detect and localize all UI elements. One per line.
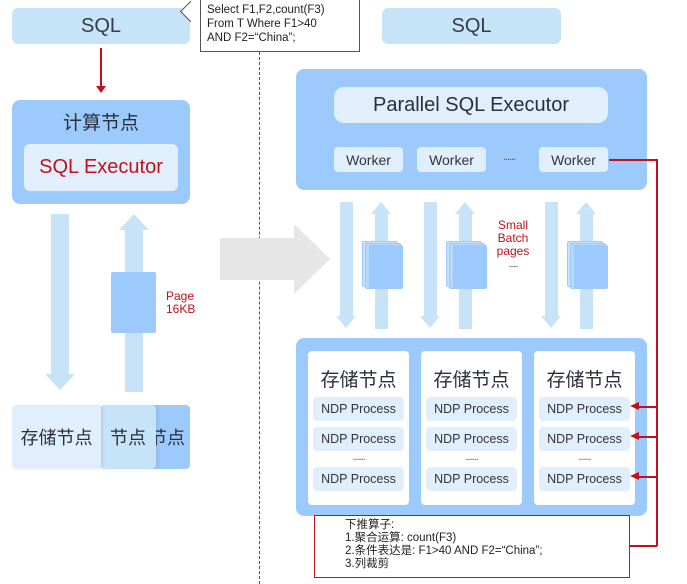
storage-node-2-title: 存储节点 xyxy=(433,370,510,391)
storage-tab-middle: 节点 xyxy=(100,405,156,469)
pushdown-note-title: 下推算子: xyxy=(345,519,395,531)
divider-dashed-line xyxy=(259,52,260,584)
note-connector-h xyxy=(630,545,657,547)
ndp-ellipsis-1: ...... xyxy=(352,451,365,463)
storage-node-1: 存储节点 NDP Process NDP Process ...... NDP … xyxy=(308,351,409,505)
transition-arrowhead xyxy=(294,224,330,294)
left-down-arrow-shaft xyxy=(51,214,69,374)
worker-1: Worker xyxy=(334,147,403,172)
pushdown-note-item-1: 1.聚合运算: count(F3) xyxy=(345,532,457,544)
batch-pages-label-line1: Small xyxy=(497,218,528,232)
ndp-connector-arrowhead-2 xyxy=(630,432,639,440)
ndp-connector-1 xyxy=(638,406,657,408)
batch-up-arrowhead-2 xyxy=(455,202,475,214)
page-label-line1: Page xyxy=(166,289,195,303)
storage-tab-front-label: 存储节点 xyxy=(20,428,93,448)
left-sql-arrowhead xyxy=(96,86,106,93)
left-sql-arrow-line xyxy=(100,48,102,88)
ndp-process-3-2: NDP Process xyxy=(539,427,630,451)
ndp-process-label: NDP Process xyxy=(434,402,509,416)
ndp-process-label: NDP Process xyxy=(321,402,396,416)
ndp-process-2-3: NDP Process xyxy=(426,467,517,491)
pushdown-note-item-2: 2.条件表达是: F1>40 AND F2=“China”; xyxy=(345,545,543,557)
batch-pages-label-line2: Batch xyxy=(497,231,529,245)
ndp-process-2-1: NDP Process xyxy=(426,397,517,421)
storage-tab-back-label: 节点 xyxy=(149,428,185,448)
ndp-process-2-2: NDP Process xyxy=(426,427,517,451)
sql-bubble-line1: Select F1,F2,count(F3) xyxy=(207,4,325,16)
page-label: Page 16KB xyxy=(166,290,195,316)
batch-pages-icon-3 xyxy=(567,241,609,291)
batch-pages-label-line4: ...... xyxy=(508,259,518,269)
pushdown-note-item-3: 3.列裁剪 xyxy=(345,558,390,570)
parallel-executor-title-box: Parallel SQL Executor xyxy=(334,87,608,123)
ndp-process-1-3: NDP Process xyxy=(313,467,404,491)
batch-pages-label-line3: pages xyxy=(496,244,530,258)
batch-up-arrowhead-3 xyxy=(576,202,596,214)
ndp-process-label: NDP Process xyxy=(321,432,396,446)
worker-3: Worker xyxy=(539,147,608,172)
storage-nodes-panel: 存储节点 NDP Process NDP Process ...... NDP … xyxy=(296,338,647,516)
ndp-process-3-3: NDP Process xyxy=(539,467,630,491)
left-storage-stack: 节点 节点 存储节点 xyxy=(12,405,190,469)
batch-pages-icon-2 xyxy=(446,241,488,291)
storage-node-3-title: 存储节点 xyxy=(546,370,623,391)
batch-pages-label: Small Batch pages ...... xyxy=(488,219,538,271)
worker-2: Worker xyxy=(417,147,486,172)
transition-arrow-body xyxy=(220,238,295,280)
left-sql-box: SQL xyxy=(12,8,190,44)
ndp-process-label: NDP Process xyxy=(547,432,622,446)
ndp-connector-arrowhead-1 xyxy=(630,402,639,410)
left-sql-label: SQL xyxy=(80,14,122,37)
batch-down-arrowhead-2 xyxy=(420,316,440,328)
worker-3-label: Worker xyxy=(551,151,596,168)
batch-pages-icon-1 xyxy=(362,241,404,291)
page-block xyxy=(111,272,156,333)
ndp-process-label: NDP Process xyxy=(547,402,622,416)
sql-executor-label: SQL Executor xyxy=(39,156,163,178)
pushdown-note: 下推算子: 1.聚合运算: count(F3) 2.条件表达是: F1>40 A… xyxy=(314,515,630,578)
sql-bubble-line3: AND F2=“China”; xyxy=(207,32,296,44)
batch-down-arrow-shaft-2 xyxy=(424,202,437,317)
ndp-process-label: NDP Process xyxy=(434,472,509,486)
storage-tab-middle-label: 节点 xyxy=(110,428,146,448)
batch-down-arrow-shaft-1 xyxy=(340,202,353,317)
left-up-arrowhead xyxy=(119,214,149,230)
ndp-process-3-1: NDP Process xyxy=(539,397,630,421)
parallel-executor-title: Parallel SQL Executor xyxy=(372,93,569,116)
batch-down-arrowhead-3 xyxy=(541,316,561,328)
storage-node-2: 存储节点 NDP Process NDP Process ...... NDP … xyxy=(421,351,522,505)
batch-down-arrowhead-1 xyxy=(336,316,356,328)
storage-node-1-title: 存储节点 xyxy=(320,370,397,391)
worker-ellipsis: ...... xyxy=(502,151,516,163)
ndp-process-label: NDP Process xyxy=(434,432,509,446)
ndp-connector-arrowhead-3 xyxy=(630,472,639,480)
parallel-executor-panel: Parallel SQL Executor Worker Worker ....… xyxy=(296,69,647,190)
ndp-connector-2 xyxy=(638,436,657,438)
batch-up-arrowhead-1 xyxy=(371,202,391,214)
ndp-ellipsis-2: ...... xyxy=(465,451,478,463)
worker-1-label: Worker xyxy=(346,151,391,168)
sql-bubble-line2: From T Where F1>40 xyxy=(207,18,317,30)
ndp-ellipsis-3: ...... xyxy=(578,451,591,463)
right-sql-box: SQL xyxy=(382,8,561,44)
storage-node-3: 存储节点 NDP Process NDP Process ...... NDP … xyxy=(534,351,635,505)
ndp-connector-3 xyxy=(638,476,657,478)
ndp-process-1-2: NDP Process xyxy=(313,427,404,451)
ndp-process-label: NDP Process xyxy=(547,472,622,486)
right-sql-label: SQL xyxy=(451,14,492,37)
sql-bubble: Select F1,F2,count(F3) From T Where F1>4… xyxy=(200,0,360,52)
ndp-process-label: NDP Process xyxy=(321,472,396,486)
batch-down-arrow-shaft-3 xyxy=(545,202,558,317)
compute-node-title: 计算节点 xyxy=(62,113,139,134)
page-label-line2: 16KB xyxy=(166,302,196,316)
connector-vertical xyxy=(656,159,658,546)
storage-tab-front: 存储节点 xyxy=(12,405,101,469)
compute-node-panel: 计算节点 SQL Executor xyxy=(12,100,190,204)
ndp-process-1-1: NDP Process xyxy=(313,397,404,421)
sql-executor-box: SQL Executor xyxy=(24,144,178,191)
worker-2-label: Worker xyxy=(429,151,474,168)
left-down-arrowhead xyxy=(45,374,75,390)
worker-connector-h xyxy=(609,159,657,161)
